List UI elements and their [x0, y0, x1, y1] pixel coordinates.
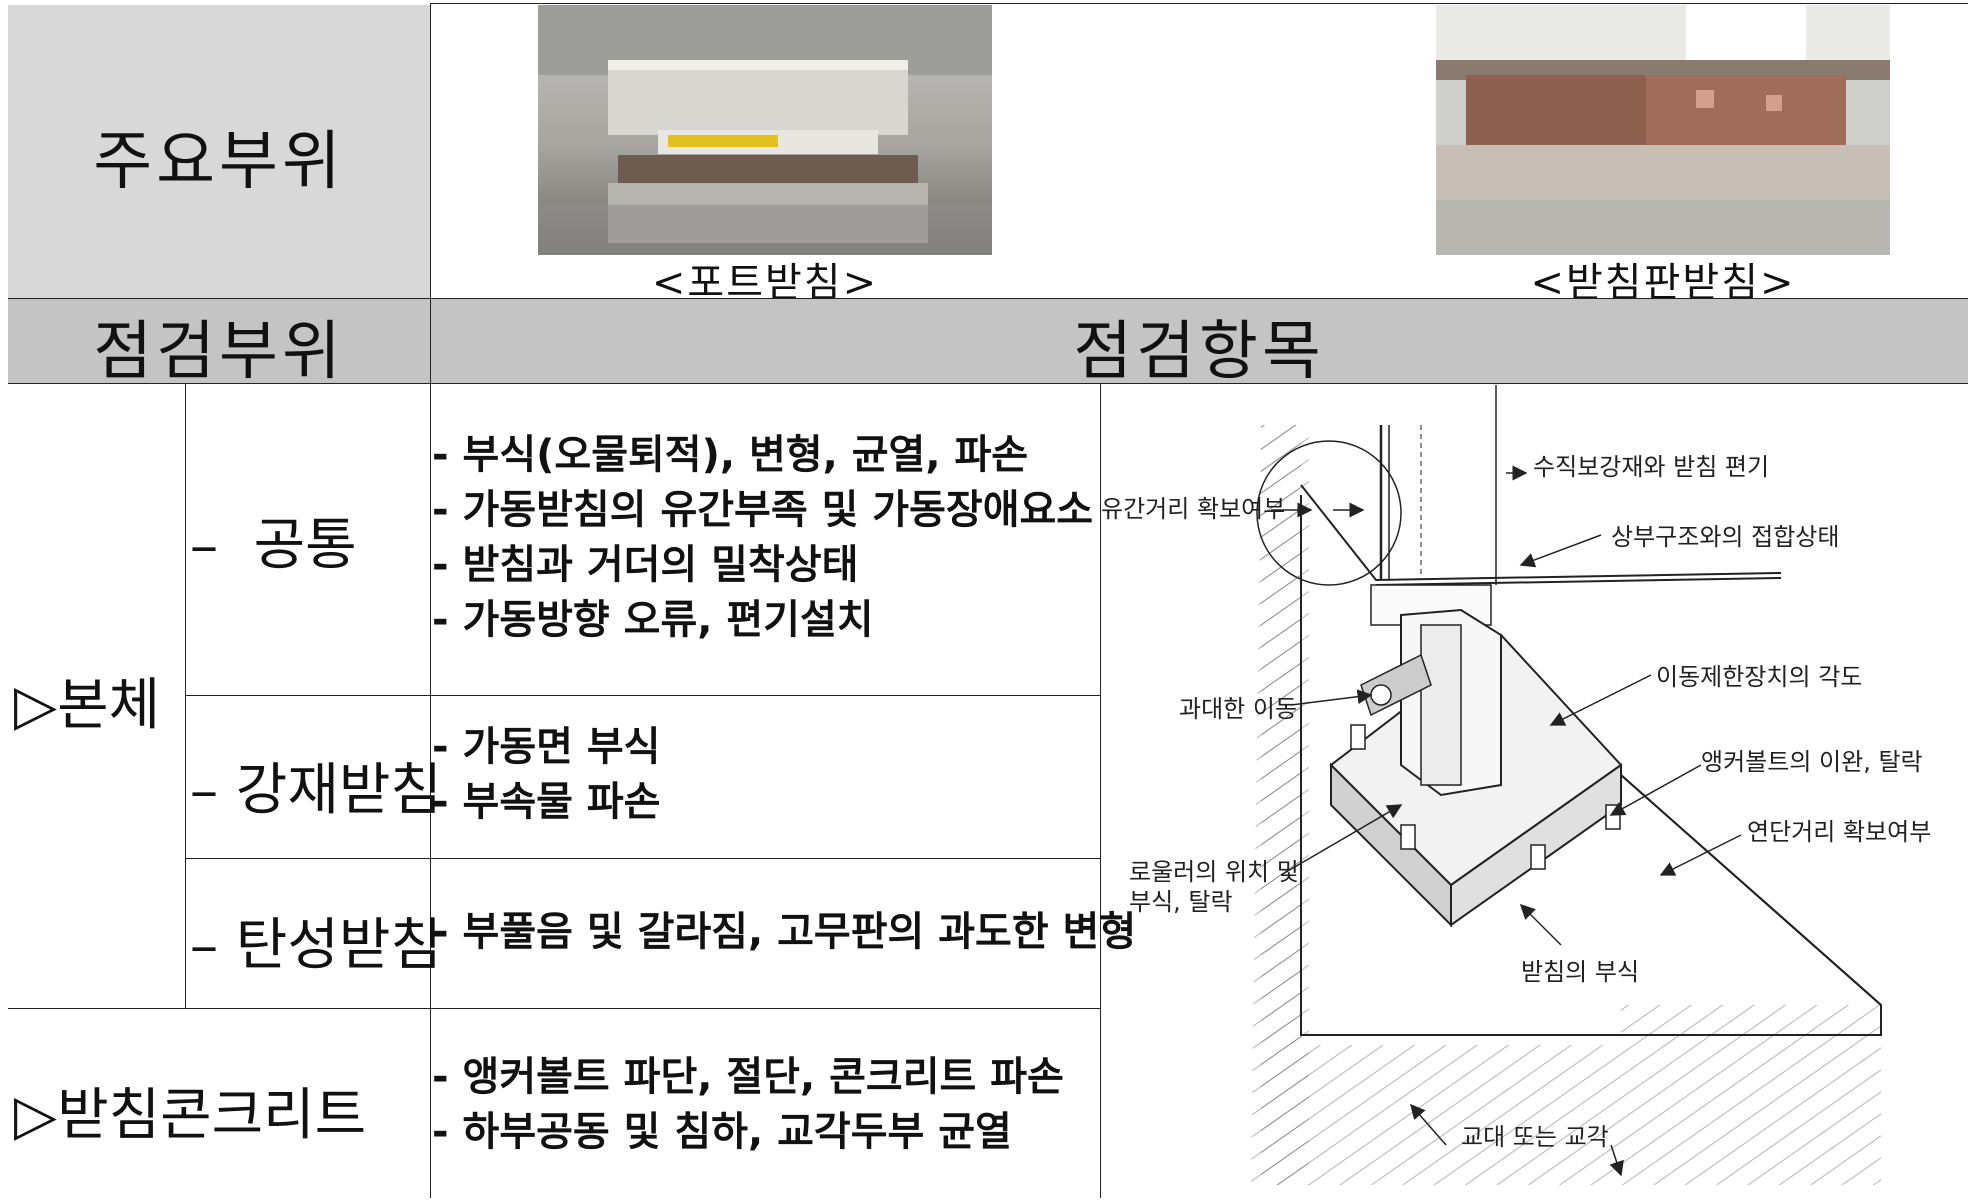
- label-superstructure-contact: 상부구조와의 접합상태: [1611, 523, 1839, 551]
- list-item: - 받침과 거더의 밀착상태: [432, 542, 859, 588]
- label-edge-distance: 연단거리 확보여부: [1747, 818, 1931, 846]
- column-divider-diagram: [1100, 383, 1101, 1198]
- pot-bearing-photo: [538, 5, 992, 255]
- category-body: ▷본체: [14, 673, 161, 738]
- label-gap-distance: 유간거리 확보여부: [1101, 495, 1285, 523]
- list-item: - 가동받침의 유간부족 및 가동장애요소: [432, 487, 1094, 533]
- label-abutment-or-pier: 교대 또는 교각: [1461, 1123, 1609, 1151]
- subcategory-common: – 공통: [190, 513, 357, 578]
- concrete-items-list: - 앵커볼트 파단, 절단, 콘크리트 파손 - 하부공동 및 침하, 교각두부…: [432, 1050, 1064, 1160]
- list-item: - 하부공동 및 침하, 교각두부 균열: [432, 1109, 1012, 1155]
- bearing-inspection-diagram: 수직보강재와 받침 편기 유간거리 확보여부 상부구조와의 접합상태 과대한 이…: [1101, 385, 1967, 1198]
- common-items-list: - 부식(오물퇴적), 변형, 균열, 파손 - 가동받침의 유간부족 및 가동…: [432, 428, 1093, 648]
- label-roller-position-1: 로울러의 위치 및: [1129, 858, 1299, 886]
- inspection-part-label: 점검부위: [93, 315, 345, 389]
- inspection-header-row: [8, 298, 1968, 383]
- list-item: - 앵커볼트 파단, 절단, 콘크리트 파손: [432, 1054, 1064, 1100]
- main-part-label: 주요부위: [93, 125, 345, 199]
- label-bearing-corrosion: 받침의 부식: [1521, 958, 1639, 986]
- row-divider-2: [185, 858, 1100, 859]
- subcategory-steel-bearing: – 강재받침: [190, 758, 442, 823]
- subcategory-elastomeric-bearing: – 탄성받침: [190, 913, 442, 978]
- label-limiter-angle: 이동제한장치의 각도: [1656, 663, 1862, 691]
- list-item: - 부식(오물퇴적), 변형, 균열, 파손: [432, 432, 1029, 478]
- label-vertical-stiffener: 수직보강재와 받침 편기: [1533, 453, 1769, 481]
- list-item: - 부풀음 및 갈라짐, 고무판의 과도한 변형: [432, 909, 1137, 955]
- column-divider-main: [430, 3, 431, 1198]
- row-divider-1: [185, 695, 1100, 696]
- top-border: [430, 3, 1968, 4]
- list-item: - 부속물 파손: [432, 779, 661, 825]
- main-part-cell: [8, 5, 430, 298]
- plate-bearing-photo: [1436, 5, 1890, 255]
- row-divider-3: [8, 1008, 1100, 1009]
- label-anchor-bolt: 앵커볼트의 이완, 탈락: [1701, 748, 1923, 776]
- category-concrete: ▷받침콘크리트: [14, 1083, 367, 1148]
- inspection-items-label: 점검항목: [1073, 315, 1325, 389]
- elastomeric-items-list: - 부풀음 및 갈라짐, 고무판의 과도한 변형: [432, 905, 1136, 960]
- steel-items-list: - 가동면 부식 - 부속물 파손: [432, 720, 660, 830]
- list-item: - 가동면 부식: [432, 724, 661, 770]
- list-item: - 가동방향 오류, 편기설치: [432, 597, 874, 643]
- header-bottom-border: [8, 383, 1968, 384]
- column-divider-sub: [185, 383, 186, 1008]
- label-excessive-movement: 과대한 이동: [1179, 695, 1297, 723]
- header-top-border: [8, 298, 1968, 299]
- label-roller-position-2: 부식, 탈락: [1129, 888, 1233, 916]
